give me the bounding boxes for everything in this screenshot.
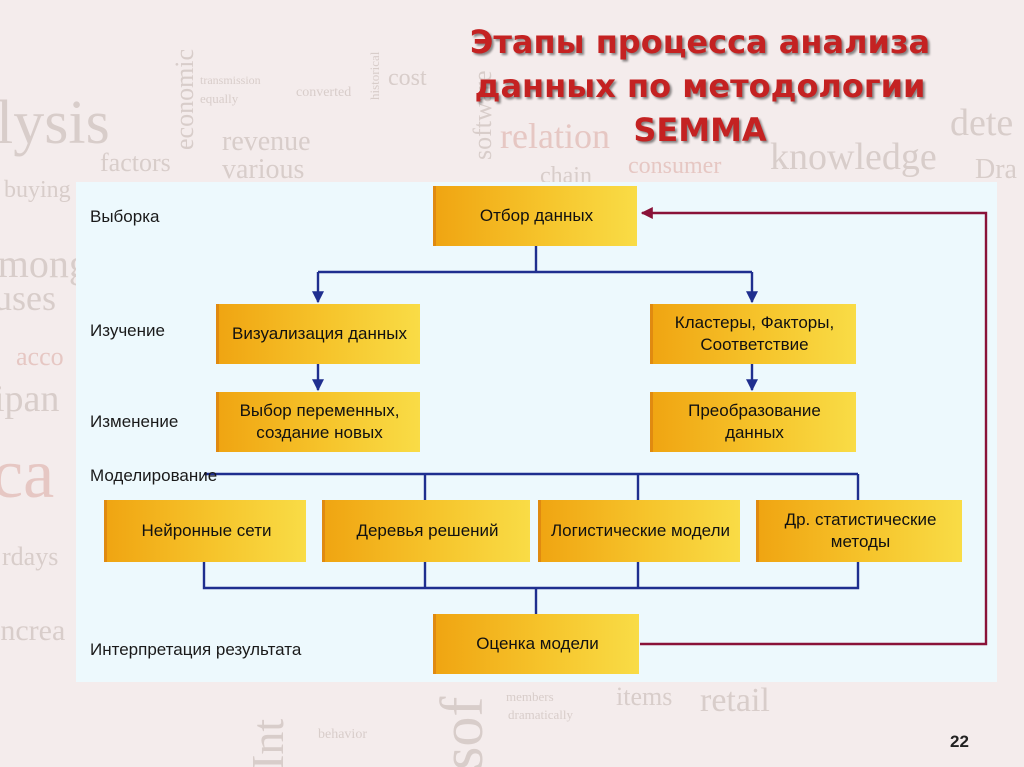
box-data-selection: Отбор данных [433,186,637,246]
bg-word: members [506,689,554,704]
feedback-loop-arrow [640,207,988,646]
bg-word: retail [700,682,770,719]
title-line-3: SEMMA [633,111,767,149]
bg-word: consumer [628,153,722,179]
stage-label-modify: Изменение [90,412,179,431]
title-line-2: данных по методологии [474,67,926,105]
box-visualization: Визуализация данных [216,304,420,364]
bg-word: acco [16,342,64,371]
bg-word: equally [200,91,239,106]
box-transformation: Преобразование данных [650,392,856,452]
box-clusters: Кластеры, Факторы, Соответствие [650,304,856,364]
stage-label-model: Моделирование [90,466,218,485]
bg-word: lysis [0,89,110,157]
stage-label-assess: Интерпретация результата [90,640,302,659]
bg-word: ipan [0,378,60,420]
bg-word: converted [296,85,352,100]
bg-word: cost [388,65,427,91]
slide-title: Этапы процесса анализа данных по методол… [440,20,960,152]
bg-word: behavior [318,727,367,742]
connector-line [202,562,860,590]
bg-word: knowledge [770,136,937,178]
bg-word: revenue [222,126,311,157]
box-stat-methods: Др. статистические методы [756,500,962,562]
bg-word: various [222,154,305,185]
bg-word: rdays [2,542,59,571]
title-line-1: Этапы процесса анализа [469,23,931,61]
bg-word: dete [950,102,1014,144]
bg-word: uses [0,278,56,318]
bg-word: increa [0,614,66,647]
page-number: 22 [950,732,969,751]
box-logistic-models: Логистические модели [538,500,740,562]
stage-label-sample: Выборка [90,207,160,226]
bg-word: items [616,682,673,711]
box-neural-nets: Нейронные сети [104,500,306,562]
bg-word: factors [100,148,171,177]
bg-word: buying [4,177,71,203]
stage-label-explore: Изучение [90,321,165,340]
bg-word: dramatically [508,707,573,722]
box-model-evaluation: Оценка модели [433,614,639,674]
box-variable-selection: Выбор переменных, создание новых [216,392,420,452]
bg-word: Dra [975,154,1017,185]
box-decision-trees: Деревья решений [322,500,530,562]
bg-word: ca [0,436,55,513]
bg-word: relation [500,116,610,156]
bg-word: transmission [200,73,261,87]
